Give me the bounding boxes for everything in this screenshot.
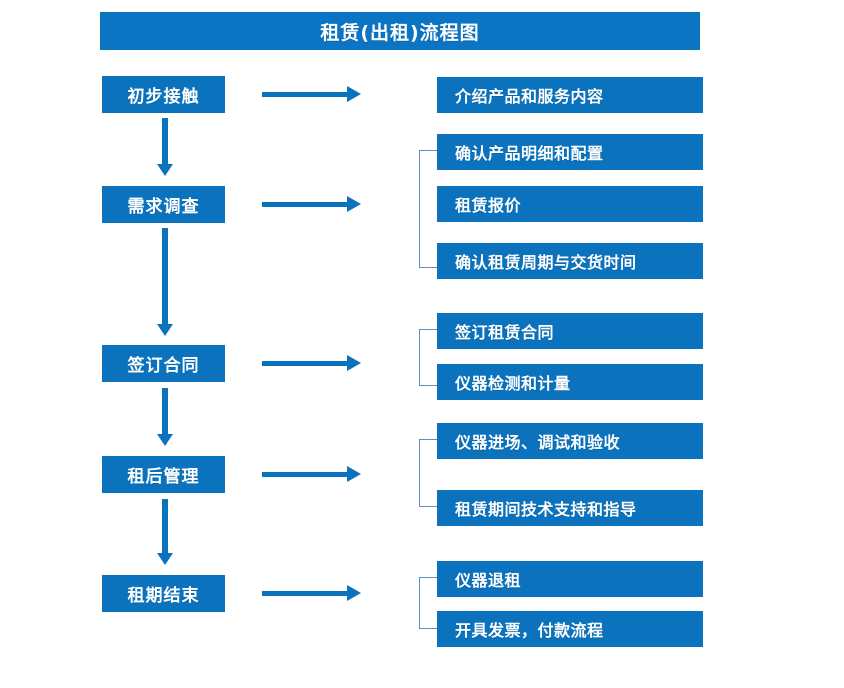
task-box-8[interactable]: 租赁期间技术支持和指导 <box>437 490 703 526</box>
down-arrow-icon-2 <box>157 228 173 336</box>
group-bracket-4 <box>419 577 437 629</box>
stage-box-1[interactable]: 初步接触 <box>102 76 225 113</box>
task-label-4: 确认租赁周期与交货时间 <box>455 253 637 272</box>
down-arrow-icon-4 <box>157 499 173 565</box>
right-arrow-icon-1 <box>262 86 361 102</box>
group-bracket-1 <box>419 150 437 268</box>
stage-box-4[interactable]: 租后管理 <box>102 456 225 493</box>
stage-label-5: 租期结束 <box>127 586 200 606</box>
group-bracket-3 <box>419 439 437 507</box>
stage-box-5[interactable]: 租期结束 <box>102 575 225 612</box>
stage-box-3[interactable]: 签订合同 <box>102 345 225 382</box>
task-box-7[interactable]: 仪器进场、调试和验收 <box>437 423 703 459</box>
task-box-10[interactable]: 开具发票，付款流程 <box>437 611 703 647</box>
task-label-8: 租赁期间技术支持和指导 <box>455 500 637 519</box>
task-label-10: 开具发票，付款流程 <box>455 621 604 640</box>
task-box-4[interactable]: 确认租赁周期与交货时间 <box>437 243 703 279</box>
task-label-5: 签订租赁合同 <box>455 323 555 342</box>
task-label-6: 仪器检测和计量 <box>455 374 571 393</box>
right-arrow-icon-3 <box>262 355 361 371</box>
right-arrow-icon-5 <box>262 585 361 601</box>
stage-label-2: 需求调查 <box>127 197 200 217</box>
page-title: 租赁(出租)流程图 <box>100 12 700 50</box>
task-label-3: 租赁报价 <box>455 196 522 215</box>
task-box-1[interactable]: 介绍产品和服务内容 <box>437 77 703 113</box>
task-box-6[interactable]: 仪器检测和计量 <box>437 364 703 400</box>
group-bracket-2 <box>419 329 437 386</box>
task-label-9: 仪器退租 <box>455 571 522 590</box>
task-box-5[interactable]: 签订租赁合同 <box>437 313 703 349</box>
stage-label-1: 初步接触 <box>127 87 200 107</box>
task-label-1: 介绍产品和服务内容 <box>455 87 604 106</box>
down-arrow-icon-1 <box>157 118 173 176</box>
task-label-7: 仪器进场、调试和验收 <box>455 433 621 452</box>
right-arrow-icon-2 <box>262 196 361 212</box>
right-arrow-icon-4 <box>262 466 361 482</box>
down-arrow-icon-3 <box>157 388 173 446</box>
stage-label-3: 签订合同 <box>127 356 200 376</box>
task-box-3[interactable]: 租赁报价 <box>437 186 703 222</box>
task-box-2[interactable]: 确认产品明细和配置 <box>437 134 703 170</box>
stage-box-2[interactable]: 需求调查 <box>102 186 225 223</box>
stage-label-4: 租后管理 <box>127 467 200 487</box>
task-label-2: 确认产品明细和配置 <box>455 144 604 163</box>
task-box-9[interactable]: 仪器退租 <box>437 561 703 597</box>
